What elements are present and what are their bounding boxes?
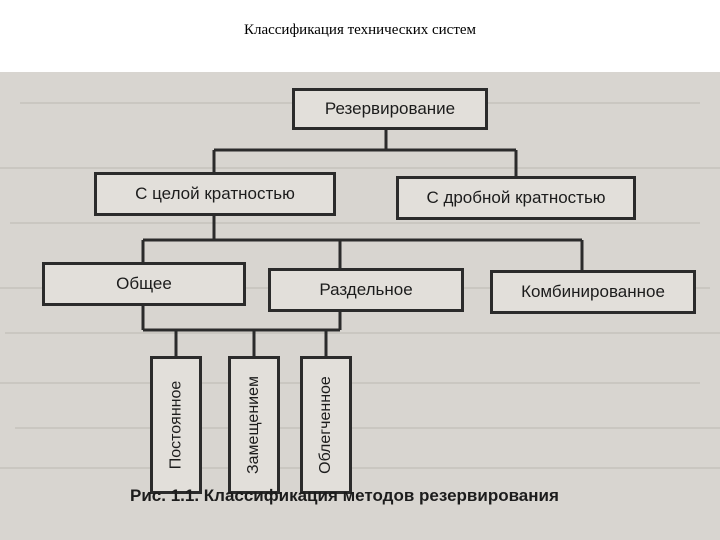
node-integer-multiplicity: С целой кратностью [94, 172, 336, 216]
node-constant: Постоянное [150, 356, 202, 494]
node-root: Резервирование [292, 88, 488, 130]
node-label: Раздельное [319, 280, 413, 299]
scan-texture-line [5, 332, 720, 334]
slide-title: Классификация технических систем [243, 22, 477, 38]
node-label: Облегченное [317, 376, 335, 474]
node-label: Резервирование [324, 99, 456, 118]
figure-caption: Рис. 1.1. Классификация методов резервир… [130, 486, 559, 505]
scan-texture-line [0, 167, 720, 169]
scan-texture-line [10, 222, 700, 224]
node-label: С целой кратностью [135, 184, 295, 203]
node-general: Общее [42, 262, 246, 306]
node-substitution: Замещением [228, 356, 280, 494]
node-fractional-multiplicity: С дробной кратностью [396, 176, 636, 220]
node-label: Замещением [245, 375, 263, 475]
node-label: Комбинированное [521, 282, 665, 301]
scan-texture-line [15, 427, 720, 429]
node-label: Общее [116, 274, 172, 293]
scan-texture-line [0, 467, 720, 469]
node-label: Постоянное [167, 380, 185, 470]
scanned-figure: Резервирование С целой кратностью С дроб… [0, 72, 720, 540]
node-combined: Комбинированное [490, 270, 696, 314]
node-label: С дробной кратностью [426, 188, 606, 207]
connector-lines [141, 130, 584, 356]
node-lightened: Облегченное [300, 356, 352, 494]
node-separate: Раздельное [268, 268, 464, 312]
